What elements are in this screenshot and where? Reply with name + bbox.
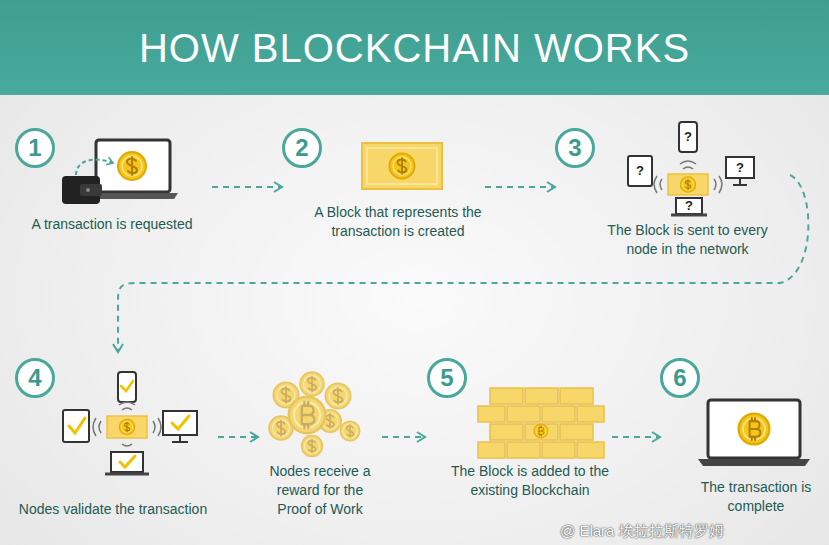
question-mark: ? (680, 130, 696, 144)
dashed-arrow (218, 436, 258, 438)
block-note-icon (362, 143, 442, 189)
dashed-arrow (118, 175, 808, 352)
step-group: 5The Block is added to the existing Bloc… (425, 352, 612, 504)
question-mark: ? (632, 164, 648, 178)
callout-number: 5 (427, 358, 467, 398)
diagram-title: HOW BLOCKCHAIN WORKS (0, 24, 829, 72)
step-group: Nodes receive a reward for the Proof of … (258, 352, 382, 523)
step-group: 3The Block is sent to every node in the … (555, 118, 790, 263)
dashed-arrow (212, 186, 282, 188)
step-caption: The Block is added to the existing Block… (450, 462, 610, 500)
step-caption: Nodes receive a reward for the Proof of … (260, 462, 380, 519)
laptop-wallet-icon (62, 140, 178, 204)
network-broadcast-icon (628, 122, 754, 215)
block-coin (534, 424, 548, 438)
step-caption: The transaction is complete (697, 478, 815, 516)
question-mark: ? (681, 199, 697, 213)
validation-icon (63, 372, 197, 474)
blockchain-wall-icon (478, 388, 604, 458)
callout-number: 2 (282, 128, 322, 168)
step-caption: A Block that represents the transaction … (313, 203, 483, 241)
callout-number: 3 (555, 128, 595, 168)
step-caption: A transaction is requested (14, 215, 210, 234)
question-mark: ? (732, 161, 748, 175)
reward-coins-icon (269, 372, 360, 456)
step-group: 2 A Block that represents the transaction… (282, 122, 485, 245)
step-group: 1 A transaction is requested (12, 122, 212, 238)
step-caption: The Block is sent to every node in the n… (595, 221, 780, 259)
watermark: @ Elara 埃拉拉斯特罗姆 (560, 522, 820, 540)
dashed-arrow (612, 436, 660, 438)
complete-laptop-icon (698, 400, 810, 466)
callout-number: 6 (660, 358, 700, 398)
step-group: 4Nodes validate the transaction (8, 352, 218, 523)
callout-number: 1 (15, 128, 55, 168)
step-group: 6The transaction is complete (660, 352, 815, 520)
step-caption: Nodes validate the transaction (10, 500, 216, 519)
dashed-arrow (485, 186, 555, 188)
dashed-arrow (382, 436, 425, 438)
callout-number: 4 (15, 358, 55, 398)
